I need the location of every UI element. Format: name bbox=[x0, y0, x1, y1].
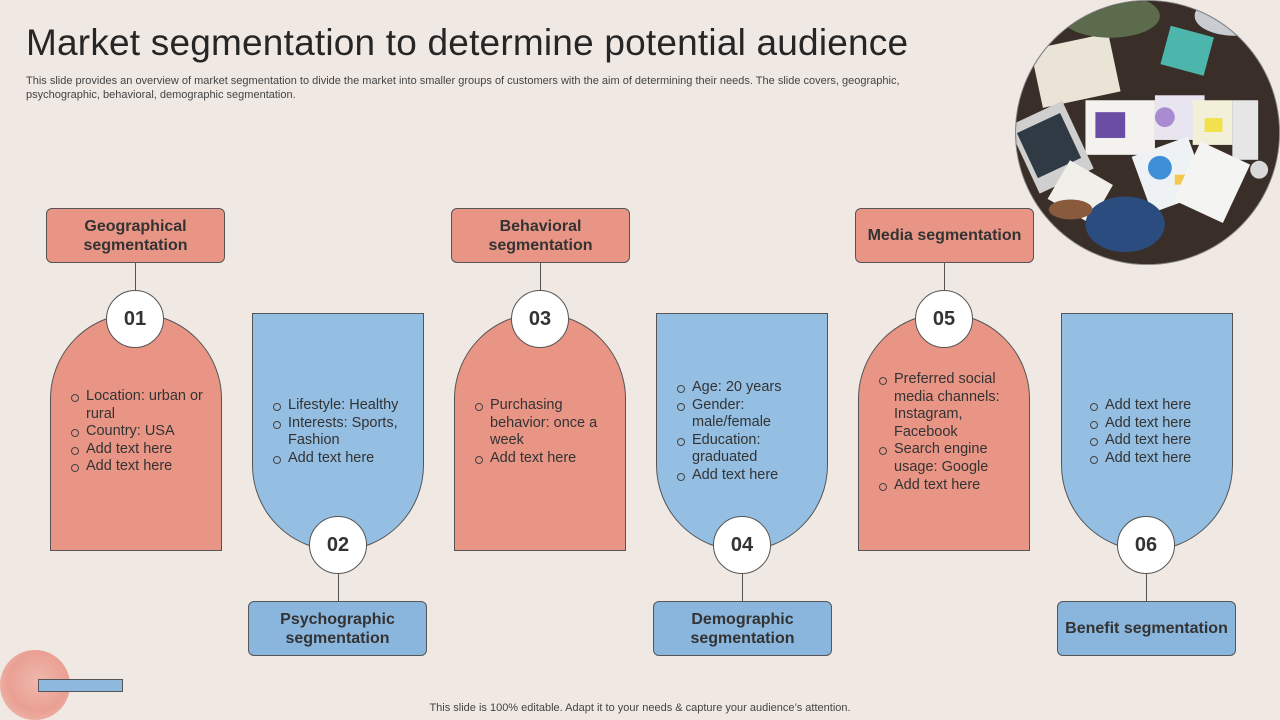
step-number-03: 03 bbox=[511, 290, 569, 348]
connector-line bbox=[944, 263, 945, 291]
demographic-segmentation-label: Demographic segmentation bbox=[653, 601, 832, 656]
behavioral-segmentation-card: Purchasing behavior: once a week Add tex… bbox=[454, 313, 626, 551]
step-number-06: 06 bbox=[1117, 516, 1175, 574]
list-item: Add text here bbox=[1088, 432, 1222, 450]
demographic-segmentation-card: Age: 20 years Gender: male/female Educat… bbox=[656, 313, 828, 551]
step-number-02: 02 bbox=[309, 516, 367, 574]
list-item: Add text here bbox=[1088, 397, 1222, 415]
list-item: Add text here bbox=[675, 467, 817, 485]
connector-line bbox=[742, 574, 743, 601]
connector-line bbox=[135, 263, 136, 291]
footer-note: This slide is 100% editable. Adapt it to… bbox=[429, 702, 851, 714]
page-subtitle: This slide provides an overview of marke… bbox=[26, 75, 900, 101]
bullet-list: Preferred social media channels: Instagr… bbox=[877, 371, 1019, 494]
behavioral-segmentation-label: Behavioral segmentation bbox=[451, 208, 630, 263]
list-item: Preferred social media channels: Instagr… bbox=[877, 371, 1019, 441]
list-item: Gender: male/female bbox=[675, 397, 817, 432]
list-item: Interests: Sports, Fashion bbox=[271, 415, 413, 450]
benefit-segmentation-card: Add text here Add text here Add text her… bbox=[1061, 313, 1233, 551]
bullet-list: Lifestyle: Healthy Interests: Sports, Fa… bbox=[271, 397, 413, 467]
list-item: Add text here bbox=[271, 450, 413, 468]
connector-line bbox=[540, 263, 541, 291]
list-item: Location: urban or rural bbox=[69, 388, 211, 423]
bullet-list: Age: 20 years Gender: male/female Educat… bbox=[675, 379, 817, 485]
psychographic-segmentation-label: Psychographic segmentation bbox=[248, 601, 427, 656]
media-segmentation-label: Media segmentation bbox=[855, 208, 1034, 263]
bullet-list: Location: urban or rural Country: USA Ad… bbox=[69, 388, 211, 476]
list-item: Purchasing behavior: once a week bbox=[473, 397, 615, 450]
step-number-01: 01 bbox=[106, 290, 164, 348]
list-item: Add text here bbox=[1088, 450, 1222, 468]
list-item: Add text here bbox=[877, 477, 1019, 495]
page-title: Market segmentation to determine potenti… bbox=[26, 22, 909, 63]
step-number-04: 04 bbox=[713, 516, 771, 574]
list-item: Add text here bbox=[69, 458, 211, 476]
benefit-segmentation-label: Benefit segmentation bbox=[1057, 601, 1236, 656]
decorative-bar bbox=[38, 679, 123, 692]
list-item: Add text here bbox=[69, 441, 211, 459]
list-item: Age: 20 years bbox=[675, 379, 817, 397]
connector-line bbox=[338, 574, 339, 601]
geographical-segmentation-label: Geographical segmentation bbox=[46, 208, 225, 263]
list-item: Education: graduated bbox=[675, 432, 817, 467]
list-item: Country: USA bbox=[69, 423, 211, 441]
connector-line bbox=[1146, 574, 1147, 601]
team-meeting-photo bbox=[1015, 0, 1280, 265]
step-number-05: 05 bbox=[915, 290, 973, 348]
bullet-list: Add text here Add text here Add text her… bbox=[1088, 397, 1222, 467]
list-item: Search engine usage: Google bbox=[877, 441, 1019, 476]
list-item: Add text here bbox=[1088, 415, 1222, 433]
list-item: Add text here bbox=[473, 450, 615, 468]
media-segmentation-card: Preferred social media channels: Instagr… bbox=[858, 313, 1030, 551]
list-item: Lifestyle: Healthy bbox=[271, 397, 413, 415]
geographical-segmentation-card: Location: urban or rural Country: USA Ad… bbox=[50, 313, 222, 551]
bullet-list: Purchasing behavior: once a week Add tex… bbox=[473, 397, 615, 467]
psychographic-segmentation-card: Lifestyle: Healthy Interests: Sports, Fa… bbox=[252, 313, 424, 551]
